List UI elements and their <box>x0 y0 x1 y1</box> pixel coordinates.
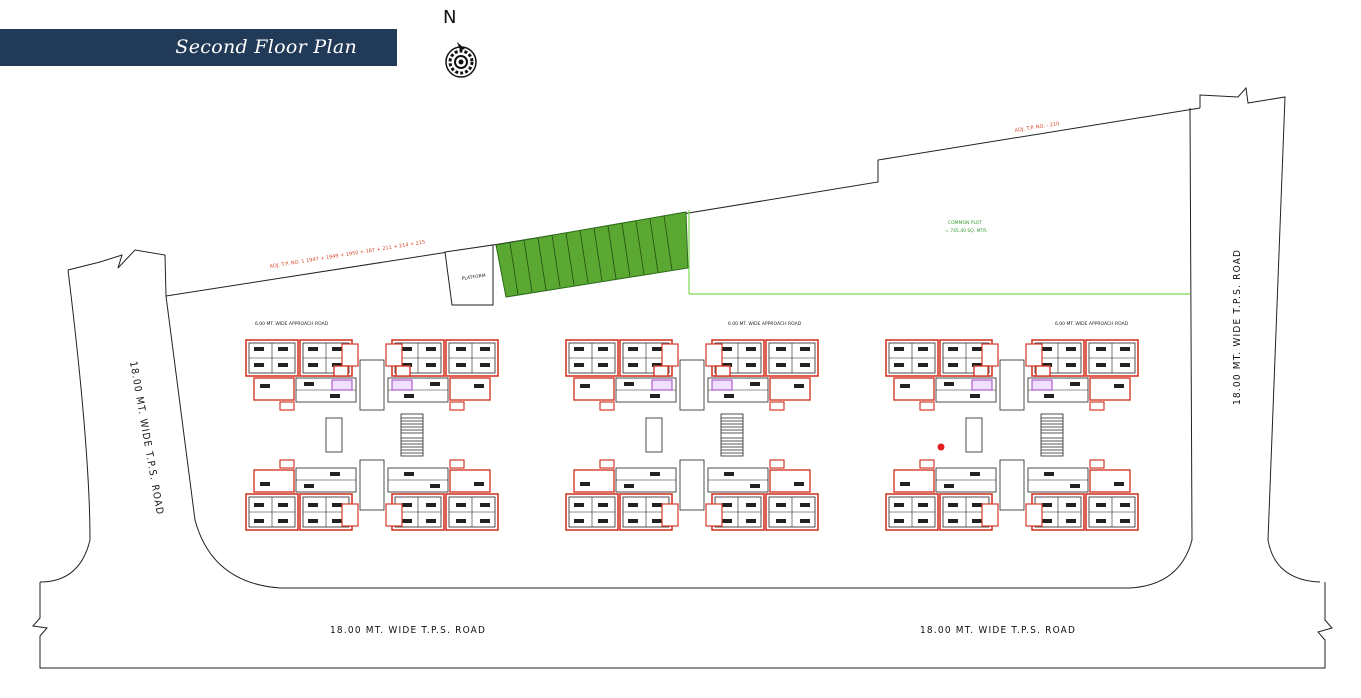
common-plot-area: = 745.40 SQ. MTR. <box>945 228 988 234</box>
tower-a <box>246 340 498 530</box>
parking-stripes <box>509 215 673 296</box>
road-label-left: 18.00 MT. WIDE T.P.S. ROAD <box>127 361 165 517</box>
road-label-right: 18.00 MT. WIDE T.P.S. ROAD <box>1232 249 1243 405</box>
marker-dot <box>937 443 945 451</box>
platform-label: PLATFORM <box>461 273 486 282</box>
left-road <box>67 107 1193 589</box>
parking-strip <box>495 211 689 298</box>
tower-b <box>566 340 818 530</box>
compass-icon <box>445 42 477 78</box>
approach-road-label-3: 6.00 MT. WIDE APPROACH ROAD <box>1055 321 1129 327</box>
boundary-note-left: ADJ. T.P. NO. 1 1947 + 1949 + 1950 + 187… <box>269 239 425 270</box>
approach-road-label-2: 6.00 MT. WIDE APPROACH ROAD <box>728 321 802 327</box>
right-road <box>1199 86 1321 583</box>
platform <box>444 244 494 306</box>
common-plot-label: COMMON PLOT <box>948 220 982 226</box>
page-title: Second Floor Plan <box>175 36 357 58</box>
road-label-bottom-left: 18.00 MT. WIDE T.P.S. ROAD <box>330 625 486 636</box>
approach-road-label-1: 6.00 MT. WIDE APPROACH ROAD <box>255 321 329 327</box>
title-banner: Second Floor Plan <box>0 29 397 66</box>
north-label: N <box>443 7 457 28</box>
road-label-bottom-right: 18.00 MT. WIDE T.P.S. ROAD <box>920 625 1076 636</box>
bottom-road <box>32 582 1333 669</box>
site-boundary <box>165 107 1201 297</box>
tower-c <box>886 340 1138 530</box>
